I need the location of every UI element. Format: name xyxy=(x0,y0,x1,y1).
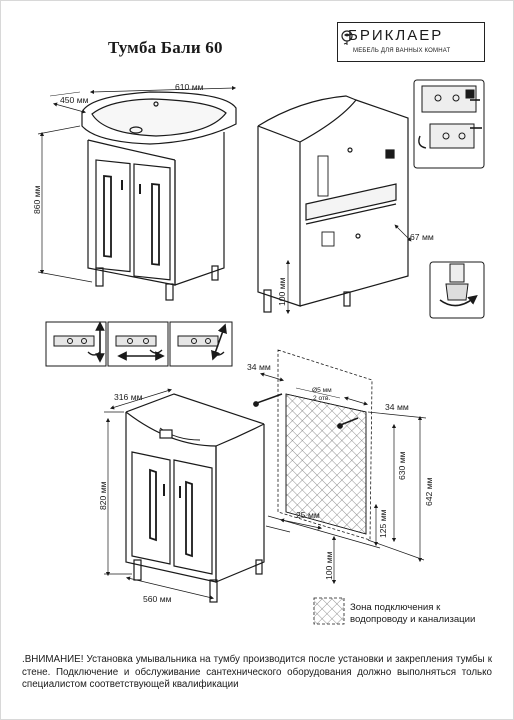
legend-swatch xyxy=(313,597,345,625)
dim-cabinet-depth: 316 мм xyxy=(114,392,143,402)
dim-top-width: 610 мм xyxy=(175,82,204,92)
dim-zone-125: 125 мм xyxy=(378,509,388,538)
cabinet-front-dimensions xyxy=(104,388,215,600)
cabinet-with-sink-view xyxy=(81,91,237,301)
brand-name: БРИКЛАЕР xyxy=(348,27,444,44)
dim-hole-count: 2 отв. xyxy=(313,395,331,402)
legend-text: Зона подключения к водопроводу и канализ… xyxy=(350,602,476,625)
dim-back-depth: 67 мм xyxy=(410,232,434,242)
leg-adjust-detail-icon xyxy=(429,261,485,319)
hanger-detail-icon xyxy=(413,79,485,169)
cabinet-with-sink-dimensions xyxy=(37,85,237,283)
dim-cabinet-height: 820 мм xyxy=(98,481,108,510)
dim-mount-right: 34 мм xyxy=(385,402,409,412)
page-title: Тумба Бали 60 xyxy=(108,38,223,57)
dim-cabinet-width: 560 мм xyxy=(143,594,172,604)
dim-zone-630: 630 мм xyxy=(397,451,407,480)
brand-subtitle: МЕБЕЛЬ ДЛЯ ВАННЫХ КОМНАТ xyxy=(353,48,451,54)
brand-logo: БРИКЛАЕР МЕБЕЛЬ ДЛЯ ВАННЫХ КОМНАТ xyxy=(337,22,485,62)
cabinet-front-view xyxy=(125,393,265,603)
hinge-adjust-detail-icon xyxy=(45,321,233,367)
dim-zone-642: 642 мм xyxy=(424,477,434,506)
dim-total-height: 860 мм xyxy=(32,185,42,214)
dim-hole-diameter: Ø5 мм xyxy=(312,387,332,394)
rose-icon xyxy=(341,30,353,45)
wall-mount-dimensions xyxy=(259,372,427,585)
dim-leg-height: 100 мм xyxy=(277,277,287,306)
dim-zone-25: 25 мм xyxy=(296,510,320,520)
dim-floor-100: 100 мм xyxy=(324,551,334,580)
dim-mount-left: 34 мм xyxy=(247,362,271,372)
dim-top-depth: 450 мм xyxy=(60,95,89,105)
cabinet-back-dimensions xyxy=(285,224,412,315)
warning-note: .ВНИМАНИЕ! Установка умывальника на тумб… xyxy=(22,654,492,691)
